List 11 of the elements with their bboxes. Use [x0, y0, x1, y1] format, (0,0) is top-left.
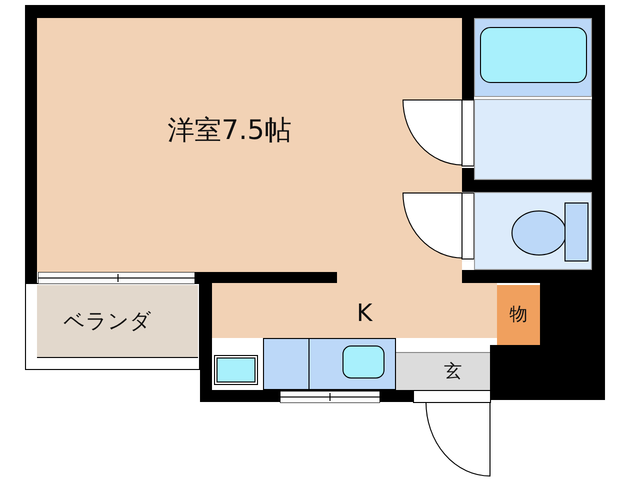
room-label: K [356, 298, 372, 324]
washroom [474, 99, 592, 180]
storage-closet [497, 285, 540, 345]
room-label: ベランダ [64, 310, 152, 332]
kitchen [212, 283, 497, 338]
room-label: 洋室7.5帖 [168, 116, 292, 148]
room-label: 玄 [443, 362, 462, 380]
balcony [37, 285, 198, 358]
western-room [37, 18, 462, 272]
room-label: 物 [510, 306, 528, 324]
entrance [396, 352, 490, 390]
